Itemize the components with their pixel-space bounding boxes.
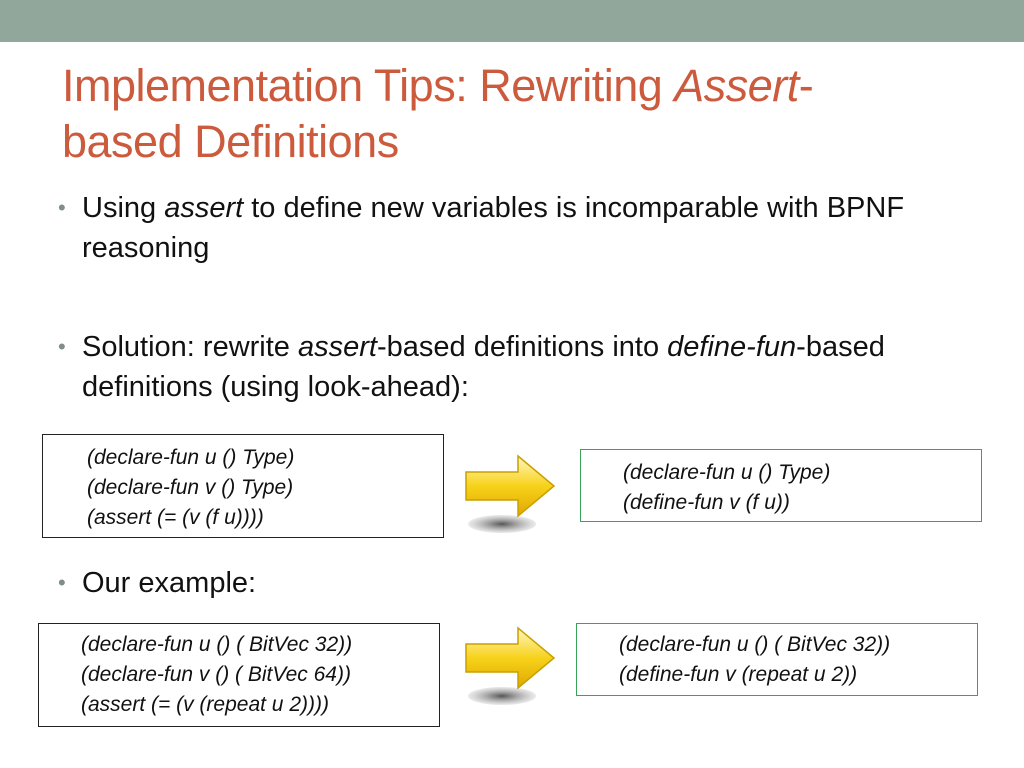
code-line: (declare-fun u () Type) [623,461,831,484]
bullet-solution: • Solution: rewrite assert-based definit… [58,327,978,407]
right-arrow-icon [465,626,556,705]
title-hyphen: - [798,60,814,111]
example2-source-code-box: (declare-fun u () ( BitVec 32)) (declare… [38,623,440,727]
bullet-dot: • [58,334,66,359]
title-text-line2: based Definitions [62,116,399,167]
bullet-text: Our example: [82,567,257,599]
right-arrow-icon [465,454,556,533]
title-italic-text: Assert [674,60,799,111]
bullet-assert-incomparable: • Using assert to define new variables i… [58,188,978,268]
bullet-text: Solution: rewrite assert-based definitio… [82,327,978,407]
code-line: (declare-fun v () ( BitVec 64)) [81,663,351,686]
bullet-our-example: • Our example: [58,563,978,603]
bullet-text-segment: Solution: rewrite [82,331,298,363]
code-line: (define-fun v (repeat u 2)) [619,663,858,686]
bullet-dot: • [58,570,66,595]
bullet-italic-term: assert [298,331,377,363]
bullet-dot: • [58,195,66,220]
bullet-text-segment: Using [82,192,165,224]
slide-title: Implementation Tips: Rewriting Assert- ba… [62,58,962,170]
top-accent-bar [0,0,1024,42]
bullet-italic-term: define-fun [667,331,797,363]
bullet-text-segment: to define new variables is incomparable … [82,192,905,264]
bullet-text: Using assert to define new variables is … [82,188,978,268]
title-text: Implementation Tips: Rewriting [62,60,675,111]
example1-target-code-box: (declare-fun u () Type) (define-fun v (f… [580,449,982,522]
code-line: (declare-fun u () ( BitVec 32)) [81,633,353,656]
bullet-text-segment: -based definitions into [376,331,668,363]
bullet-text-segment: -based definitions (using look-ahead): [82,331,885,403]
example2-target-code-box: (declare-fun u () ( BitVec 32)) (define-… [576,623,978,696]
code-line: (assert (= (v (repeat u 2)))) [81,693,329,716]
code-line: (declare-fun v () Type) [87,476,294,499]
code-line: (assert (= (v (f u)))) [87,506,264,529]
bullet-italic-term: assert [164,192,244,224]
code-line: (define-fun v (f u)) [623,491,790,514]
code-line: (declare-fun u () ( BitVec 32)) [619,633,891,656]
code-line: (declare-fun u () Type) [87,446,295,469]
example1-source-code-box: (declare-fun u () Type) (declare-fun v (… [42,434,444,538]
